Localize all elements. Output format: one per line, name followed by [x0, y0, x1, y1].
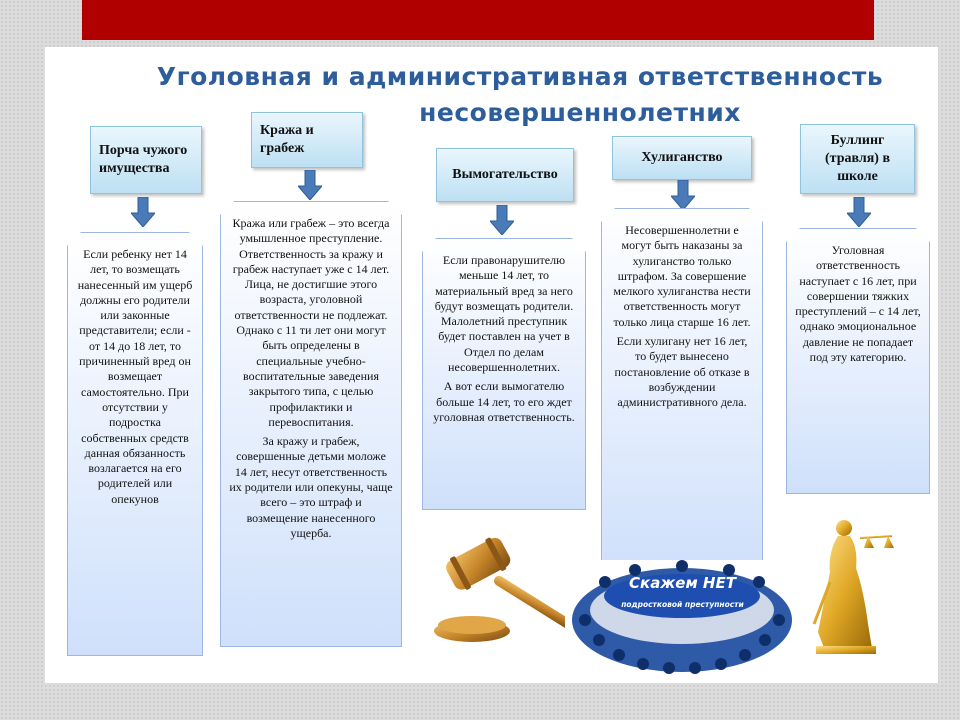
gavel-icon: [434, 537, 577, 642]
lady-justice-icon: [812, 520, 894, 654]
heading-extortion: Вымогательство: [436, 148, 574, 202]
panel-text: За кражу и грабеж, совершенные детьми мо…: [229, 434, 393, 540]
arrow-down-icon: [131, 197, 155, 227]
slide-title-line-2: несовершеннолетних: [419, 98, 741, 127]
emblem-subtitle: подростковой преступности: [621, 600, 744, 609]
panel-text: Несовершеннолетни е могут быть наказаны …: [613, 223, 751, 329]
panel-text: Уголовная ответственность наступает с 16…: [795, 243, 921, 365]
emblem-title: Скажем НЕТ: [629, 574, 736, 592]
top-accent-bar: [82, 0, 874, 40]
people-circle-icon: [572, 560, 792, 674]
panel-extortion: Если правонарушителю меньше 14 лет, то м…: [422, 238, 586, 510]
heading-theft-robbery: Кража и грабеж: [251, 112, 363, 168]
panel-text: Если правонарушителю меньше 14 лет, то м…: [434, 253, 574, 375]
panel-property-damage: Если ребенку нет 14 лет, то возмещать на…: [67, 232, 203, 656]
heading-bullying: Буллинг (травля) в школе: [800, 124, 915, 194]
arrow-down-icon: [671, 180, 695, 210]
arrow-down-icon: [847, 197, 871, 227]
panel-text: Кража или грабеж – это всегда умышленное…: [232, 216, 390, 429]
heading-property-damage: Порча чужого имущества: [90, 126, 202, 194]
say-no-emblem: Скажем НЕТ подростковой преступности: [565, 560, 800, 676]
panel-bullying: Уголовная ответственность наступает с 16…: [786, 228, 930, 494]
slide-title-line-1: Уголовная и административная ответственн…: [156, 62, 884, 91]
panel-text: А вот если вымогателю больше 14 лет, то …: [433, 379, 575, 424]
arrow-down-icon: [298, 170, 322, 200]
panel-text: Если ребенку нет 14 лет, то возмещать на…: [77, 247, 193, 506]
arrow-down-icon: [490, 205, 514, 235]
panel-text: Если хулигану нет 16 лет, то будет вынес…: [614, 334, 750, 410]
panel-theft-robbery: Кража или грабеж – это всегда умышленное…: [220, 201, 402, 647]
panel-hooliganism: Несовершеннолетни е могут быть наказаны …: [601, 208, 763, 568]
heading-hooliganism: Хулиганство: [612, 136, 752, 180]
